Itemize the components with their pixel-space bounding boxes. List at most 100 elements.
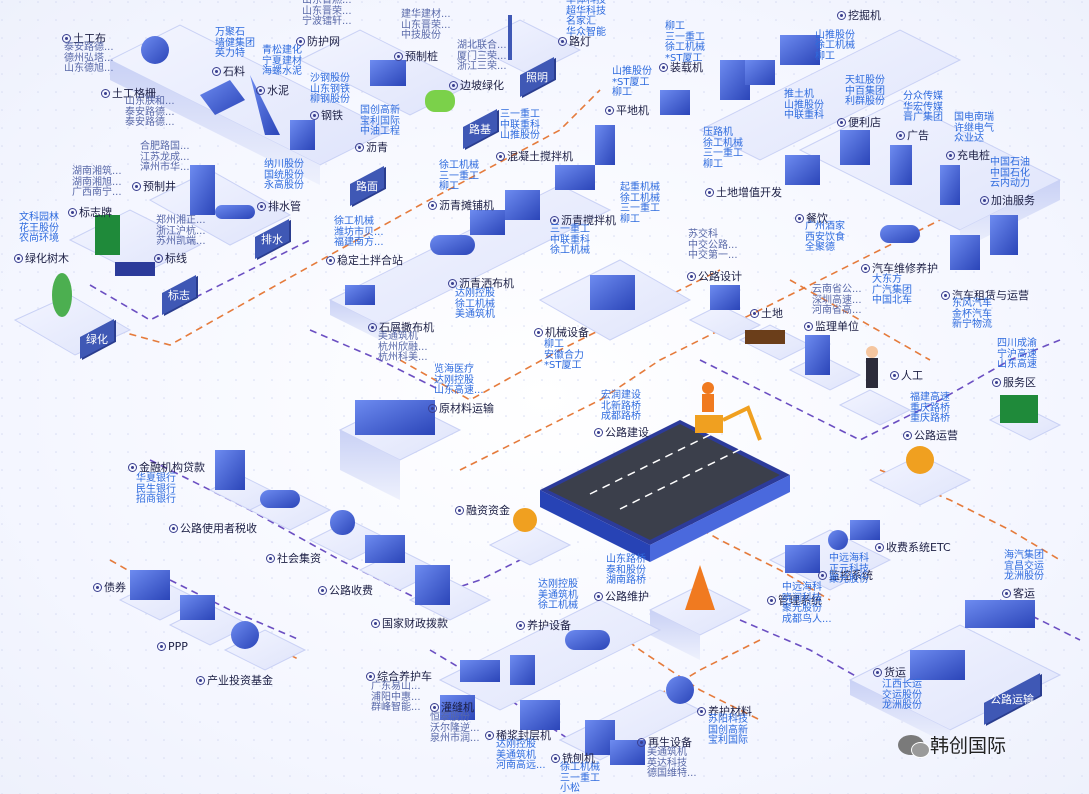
company-name: 徐工机械 — [439, 160, 479, 171]
node-dot-icon — [62, 34, 71, 43]
company-list: 山推股份*ST厦工柳工 — [612, 66, 652, 99]
company-name: 宝利国际 — [360, 115, 400, 127]
watermark: 韩创国际 — [898, 731, 1006, 758]
company-list: 三一重工中联重科山推股份 — [500, 109, 540, 142]
company-list: 恒泰股份沃尔隆逆...泉州市润... — [430, 712, 480, 745]
company-name: 苏阳科技 — [708, 714, 748, 725]
company-name: 宏润建设 — [601, 390, 641, 401]
company-list: 柳工三一重工徐工机械*ST厦工 — [665, 21, 705, 64]
company-name: 湖南路桥 — [606, 575, 646, 586]
company-name: 山东高速... — [434, 385, 484, 396]
company-name: 天虹股份 — [845, 75, 885, 86]
category-label: 挖掘机 — [837, 10, 881, 22]
node-dot-icon — [875, 543, 884, 552]
category-label: 收费系统ETC — [875, 542, 951, 554]
company-name: 山东高速 — [997, 359, 1037, 370]
category-label-text: 管理系统 — [778, 594, 822, 607]
category-label: 货运 — [873, 667, 906, 679]
category-label: 沥青洒布机 — [448, 278, 514, 290]
category-label: 石屑撒布机 — [368, 322, 434, 334]
company-name: 柳钢股份 — [310, 94, 350, 105]
category-label: 土地 — [750, 308, 783, 320]
node-dot-icon — [795, 214, 804, 223]
company-name: 厦门三荣... — [457, 50, 507, 62]
node-dot-icon — [837, 11, 846, 20]
company-name: 山推股份 — [815, 29, 855, 41]
company-name: 杭州科美... — [378, 352, 428, 363]
node-dot-icon — [212, 67, 221, 76]
category-label-text: 排水管 — [268, 200, 301, 213]
node-dot-icon — [992, 378, 1001, 387]
company-name: 金杯汽车 — [952, 308, 992, 320]
company-name: 招商银行 — [136, 494, 176, 505]
company-name: 泰和股份 — [606, 564, 646, 576]
company-name: 美通筑机 — [647, 747, 687, 758]
company-name: 中国石油 — [990, 157, 1030, 168]
company-list: 宏润建设北新路桥成都路桥 — [601, 390, 641, 423]
category-label-text: 土工格栅 — [112, 87, 156, 100]
company-name: 聚光股份 — [829, 574, 869, 585]
company-name: 国统股份 — [264, 169, 304, 181]
company-name: 东风汽车 — [952, 298, 992, 309]
category-label-text: 土地增值开发 — [716, 186, 782, 199]
category-label-text: 预制井 — [143, 180, 176, 193]
category-label-text: 稀浆封层机 — [496, 729, 551, 742]
company-list: 广州酒家西安饮食全聚德 — [805, 221, 845, 254]
company-list: 分众传媒华宏传媒晋广集团 — [903, 91, 943, 124]
company-name: 重庆路桥 — [910, 413, 950, 424]
node-dot-icon — [310, 111, 319, 120]
company-name: 泰安路德... — [64, 42, 114, 53]
company-name: 柳工 — [703, 158, 723, 170]
category-label: 防护网 — [296, 36, 340, 48]
company-name: 泰安路德... — [125, 117, 175, 128]
company-list: 华夏银行民生银行招商银行 — [136, 473, 176, 506]
category-label: 土工格栅 — [101, 88, 156, 100]
company-name: 三一重工 — [439, 170, 479, 182]
company-name: 徐工机械 — [334, 216, 374, 227]
company-list: 建华建材...山东晋荣...中技股份 — [401, 9, 451, 42]
category-label: 广告 — [896, 130, 929, 142]
category-label-text: 服务区 — [1003, 376, 1036, 389]
node-dot-icon — [896, 131, 905, 140]
company-list: 苏交科中交公路...中交第一... — [688, 229, 738, 262]
node-dot-icon — [257, 202, 266, 211]
company-list: 达刚控股徐工机械美通筑机 — [455, 288, 495, 321]
company-name: 宁沪高速 — [997, 348, 1037, 360]
category-label: 石料 — [212, 66, 245, 78]
company-name: 徐工机械 — [560, 762, 600, 773]
category-label-text: 公路使用者税收 — [180, 522, 257, 535]
company-name: 建华建材... — [401, 9, 451, 20]
node-dot-icon — [659, 63, 668, 72]
node-dot-icon — [455, 506, 464, 515]
node-dot-icon — [550, 216, 559, 225]
company-name: 中远海科 — [829, 553, 869, 564]
company-list: 山推股份徐工机械柳工 — [815, 20, 855, 62]
company-name: 福建高速 — [910, 392, 950, 403]
category-label: PPP — [157, 641, 188, 653]
company-list: 徐工机械三一重工柳工 — [439, 160, 479, 193]
company-name: 花王股份 — [19, 222, 59, 234]
company-name: 达刚控股 — [538, 579, 578, 590]
company-name: 潍坊市贝... — [334, 226, 384, 238]
category-label-text: 汽车维修养护 — [872, 262, 938, 275]
category-label-text: 国家财政拨款 — [382, 617, 448, 630]
node-dot-icon — [1002, 589, 1011, 598]
company-name: 江西长运 — [882, 679, 922, 690]
category-label-text: PPP — [168, 640, 188, 653]
company-name: 徐工机械 — [703, 137, 743, 149]
category-label: 灌缝机 — [430, 702, 474, 714]
company-name: 大东方 — [872, 274, 902, 285]
company-name: 超华科技 — [566, 5, 606, 17]
company-name: 柳工 — [620, 213, 640, 225]
company-name: 徐工机械 — [550, 245, 590, 256]
company-name: 英达科技 — [647, 757, 687, 769]
company-name: 云内动力 — [990, 178, 1030, 189]
category-label-text: 挖掘机 — [848, 9, 881, 22]
node-dot-icon — [980, 196, 989, 205]
category-label: 原材料运输 — [428, 403, 494, 415]
category-label: 综合养护车 — [366, 671, 432, 683]
node-dot-icon — [169, 524, 178, 533]
company-name: 宜昌交运 — [1004, 560, 1044, 572]
node-dot-icon — [318, 586, 327, 595]
